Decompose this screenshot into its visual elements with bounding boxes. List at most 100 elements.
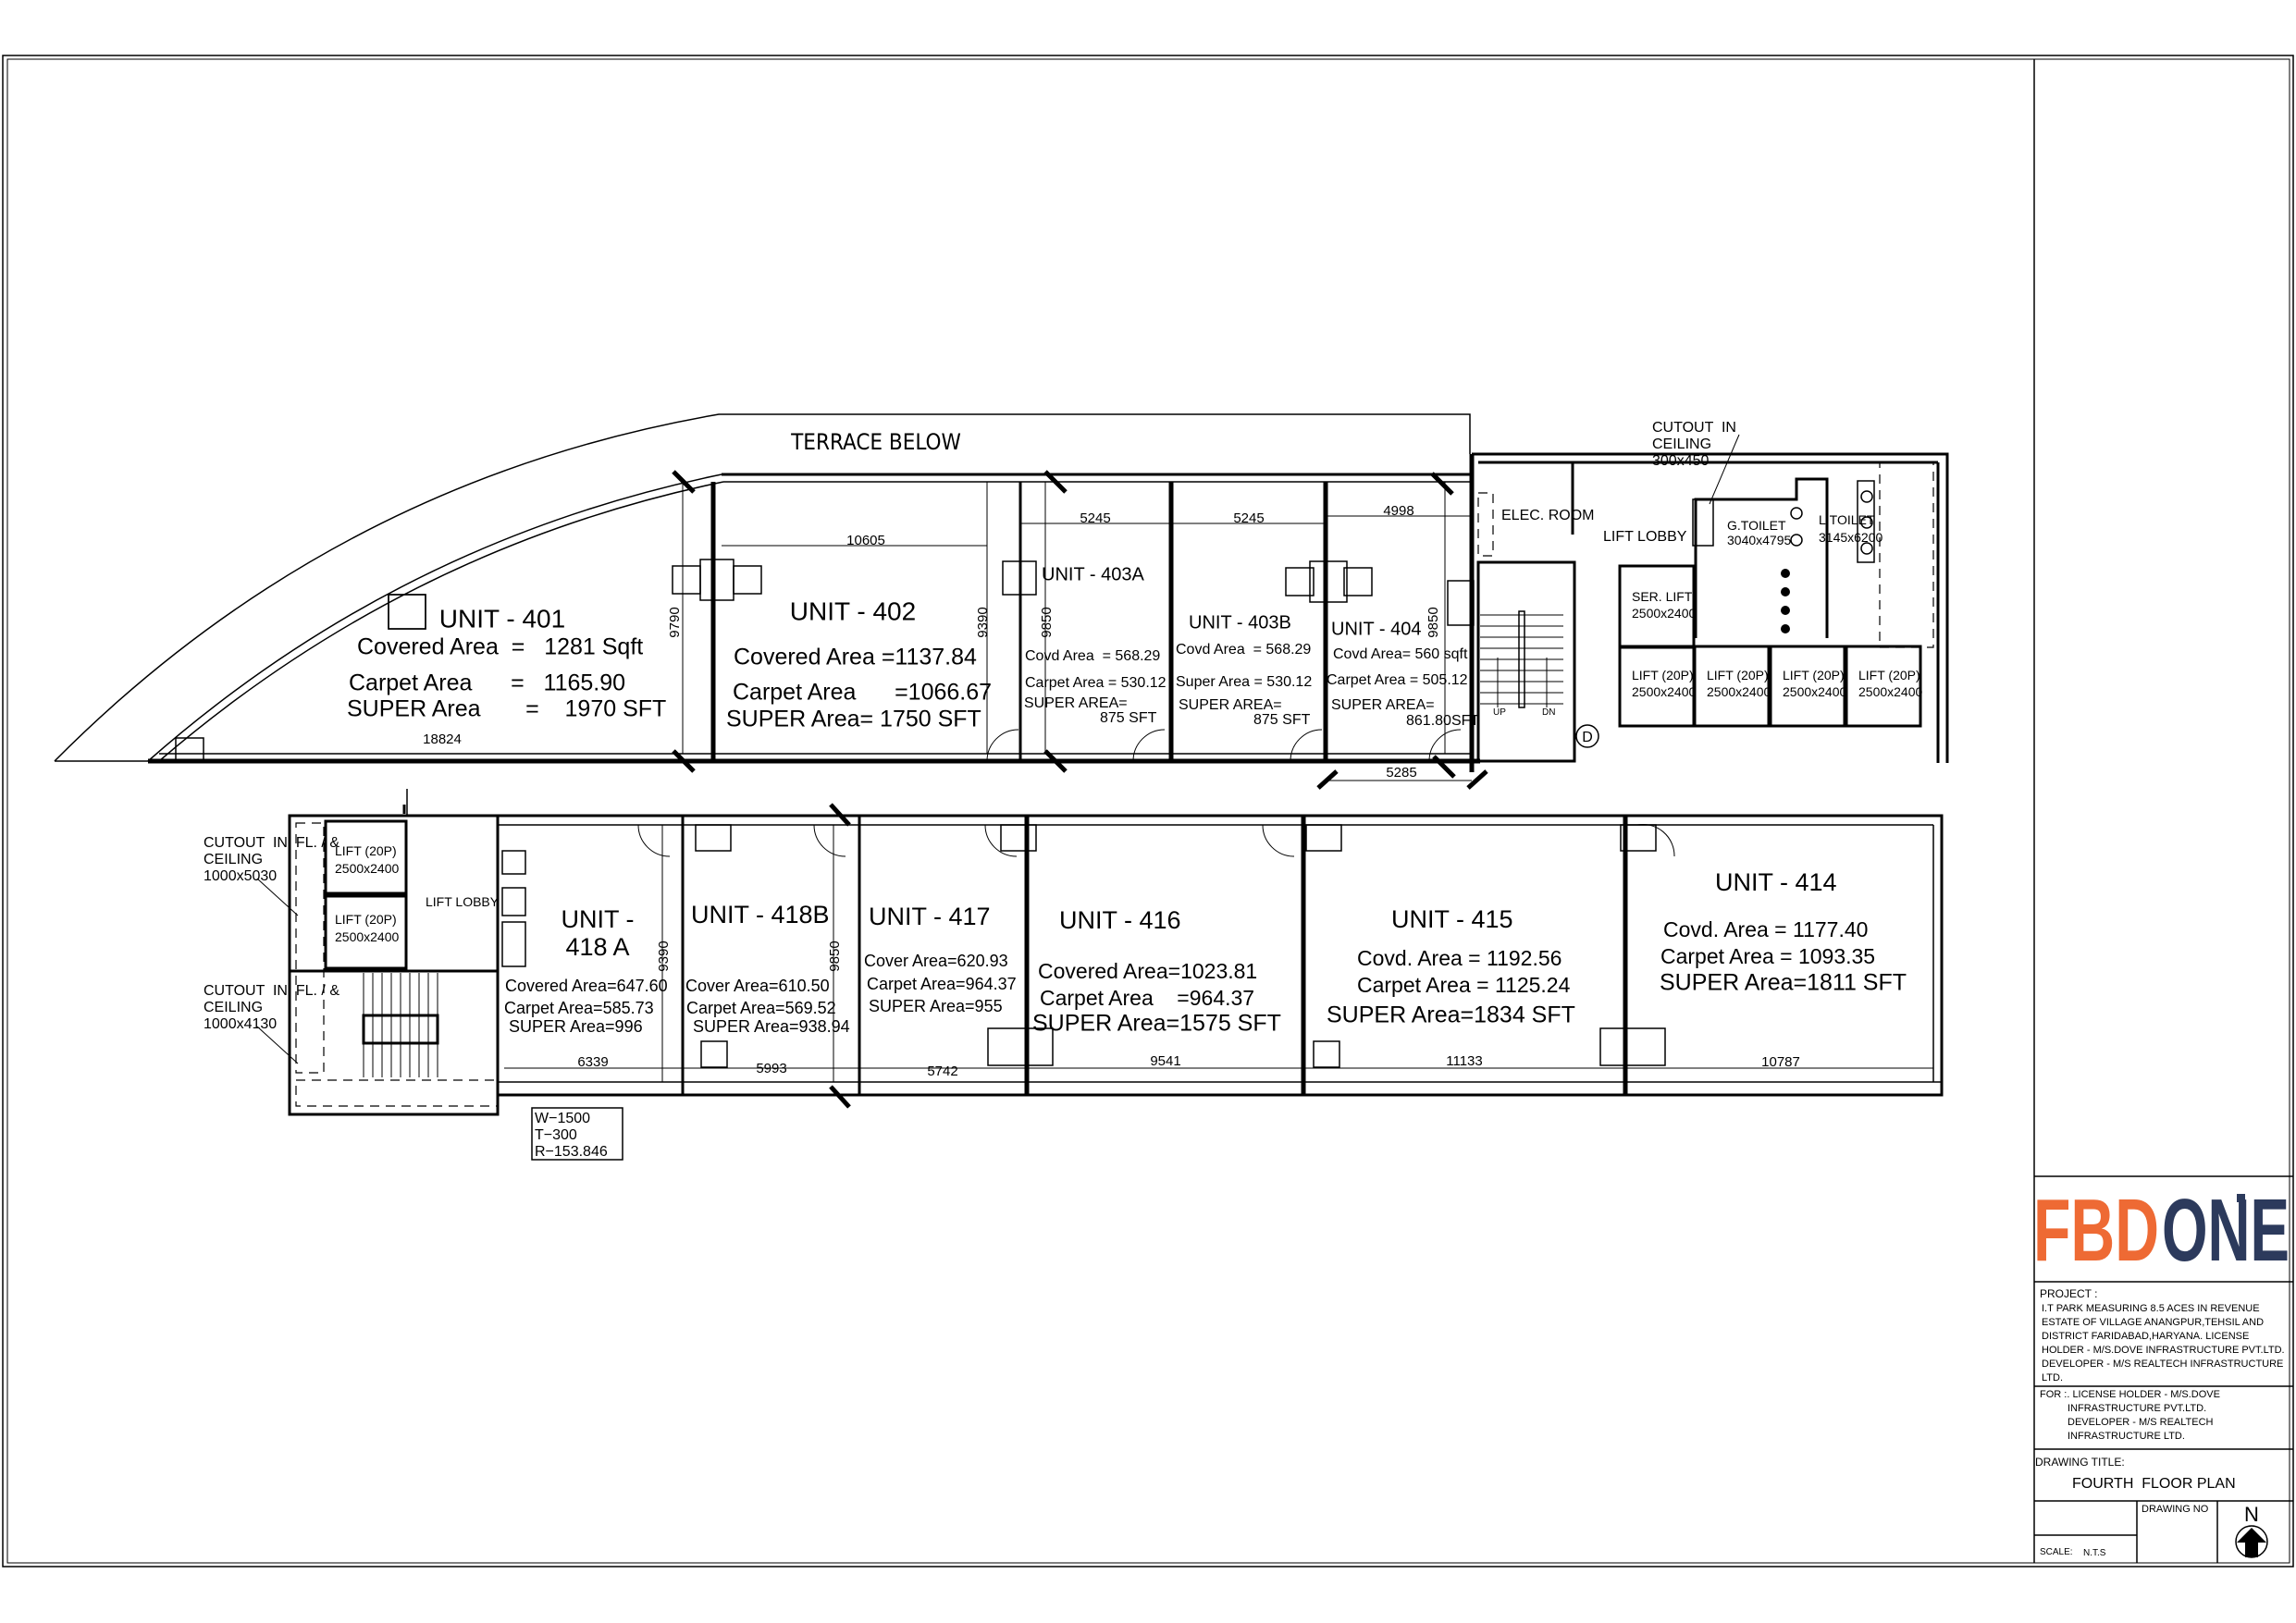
unit-title-number: 418 A: [565, 933, 629, 961]
unit-super-area: 875 SFT: [1100, 710, 1157, 726]
unit-carpet-area: Carpet Area=964.37: [867, 975, 1017, 993]
core-labels: ELEC. ROOM LIFT LOBBY CUTOUT IN CEILING …: [1493, 420, 1923, 745]
for-line: INFRASTRUCTURE LTD.: [2068, 1431, 2185, 1442]
unit-418b[interactable]: UNIT - 418B Cover Area=610.50 Carpet Are…: [685, 901, 850, 1036]
unit-carpet-area: Carpet Area = 1093.35: [1660, 944, 1875, 968]
door-tag: D: [1582, 730, 1593, 745]
lift-label: LIFT (20P): [1707, 668, 1769, 682]
cutout-label: CUTOUT IN: [1652, 420, 1736, 436]
unit-covered-area: Covd. Area = 1192.56: [1357, 946, 1562, 970]
lift-size: 2500x2400: [335, 929, 400, 944]
unit-carpet-area: Carpet Area =1066.67: [733, 680, 992, 706]
stair-spec-box: [531, 1107, 623, 1161]
project-label: PROJECT :: [2040, 1287, 2097, 1300]
cutout-label: 300x450: [1652, 453, 1709, 469]
dimension-label: 6339: [577, 1054, 608, 1070]
l-toilet-label: L.TOILET: [1819, 512, 1875, 527]
lift-label: LIFT (20P): [335, 843, 397, 858]
dimension-label: 9850: [827, 941, 843, 971]
cutout-label: CEILING: [204, 1000, 263, 1015]
left-core-labels: CUTOUT IN FL. / & CEILING 1000x5030 CUTO…: [204, 835, 608, 1160]
cutout-label: 1000x5030: [204, 868, 277, 884]
project-line: DEVELOPER - M/S REALTECH INFRASTRUCTURE: [2042, 1359, 2283, 1370]
lift-label: LIFT (20P): [1858, 668, 1920, 682]
sheet-border: [2, 55, 2294, 1568]
unit-title: UNIT - 414: [1715, 868, 1837, 896]
ser-lift-size: 2500x2400: [1632, 606, 1697, 621]
unit-super-area-label: SUPER AREA=: [1024, 695, 1128, 711]
unit-carpet-area: Super Area = 530.12: [1176, 674, 1312, 690]
scale-value: N.T.S: [2083, 1548, 2106, 1558]
upper-dimensions: 10605 5245 5245 4998 18824 5285 9790 939…: [423, 503, 1441, 781]
unit-super-area: SUPER Area=996: [509, 1017, 643, 1036]
cutout-label: CUTOUT IN FL. / &: [204, 835, 339, 851]
g-toilet-size: 3040x4795: [1727, 533, 1792, 547]
lift-label: LIFT (20P): [335, 912, 397, 927]
unit-415[interactable]: UNIT - 415 Covd. Area = 1192.56 Carpet A…: [1327, 905, 1575, 1027]
dimension-label: 10787: [1761, 1054, 1800, 1070]
lift-lobby-label: LIFT LOBBY: [1603, 529, 1687, 545]
elec-room-label: ELEC. ROOM: [1501, 508, 1594, 523]
north-label: N: [2244, 1503, 2259, 1526]
unit-416[interactable]: UNIT - 416 Covered Area=1023.81 Carpet A…: [1032, 906, 1281, 1036]
unit-carpet-area: Carpet Area=585.73: [504, 999, 654, 1017]
terrace-outline: [54, 413, 1471, 762]
unit-super-area-label: SUPER AREA=: [1179, 697, 1282, 713]
drawing-no-label: DRAWING NO: [2142, 1504, 2209, 1515]
unit-super-area: SUPER Area=1834 SFT: [1327, 1002, 1575, 1028]
cutout-label: CUTOUT IN FL. / &: [204, 983, 339, 999]
unit-title: UNIT - 403B: [1189, 612, 1291, 633]
unit-417[interactable]: UNIT - 417 Cover Area=620.93 Carpet Area…: [864, 903, 1017, 1015]
lift-size: 2500x2400: [1783, 684, 1847, 699]
dimension-label: 4998: [1383, 503, 1413, 519]
cutout-label: 1000x4130: [204, 1016, 277, 1032]
terrace-below-label: TERRACE BELOW: [790, 429, 961, 455]
dimension-label: 5245: [1080, 510, 1110, 526]
unit-title: UNIT - 402: [790, 596, 916, 625]
unit-covered-area: Cover Area=610.50: [685, 977, 830, 995]
dimension-label: 9850: [1426, 607, 1441, 637]
unit-covered-area: Covered Area=1023.81: [1038, 959, 1257, 983]
unit-403a[interactable]: UNIT - 403A Covd Area = 568.29 Carpet Ar…: [1024, 564, 1167, 726]
lift: [1693, 645, 1771, 728]
unit-super-area-label: SUPER AREA=: [1331, 697, 1435, 713]
unit-super-area: 861.80SFT: [1406, 713, 1479, 729]
unit-title: UNIT - 403A: [1042, 564, 1144, 584]
unit-title: UNIT - 418B: [691, 901, 830, 928]
for-line: DEVELOPER - M/S REALTECH: [2068, 1417, 2214, 1428]
dimension-label: 11133: [1446, 1053, 1483, 1069]
lift: [1845, 645, 1922, 728]
title-block: FBD ONE PROJECT : I.T PARK MEASURING 8.5…: [2033, 1175, 2293, 1563]
unit-covered-area: Covd Area = 568.29: [1176, 642, 1311, 658]
scale-label: SCALE:: [2040, 1547, 2073, 1557]
dimension-label: 5285: [1386, 765, 1416, 781]
unit-404[interactable]: UNIT - 404 Covd Area= 560 sqft Carpet Ar…: [1327, 619, 1479, 729]
unit-covered-area: Covered Area =1137.84: [734, 645, 977, 670]
for-line: INFRASTRUCTURE PVT.LTD.: [2068, 1403, 2206, 1414]
unit-418a[interactable]: UNIT - 418 A Covered Area=647.60 Carpet …: [504, 905, 668, 1036]
unit-covered-area: Covered Area = 1281 Sqft: [357, 634, 643, 660]
drawing-title-label: DRAWING TITLE:: [2035, 1456, 2125, 1469]
unit-title: UNIT - 401: [439, 604, 565, 633]
stair-up-label: UP: [1493, 707, 1506, 718]
unit-403b[interactable]: UNIT - 403B Covd Area = 568.29 Super Are…: [1176, 612, 1312, 728]
unit-401[interactable]: UNIT - 401 Covered Area = 1281 Sqft Carp…: [347, 594, 666, 722]
for-label: FOR :. LICENSE HOLDER - M/S.DOVE: [2040, 1389, 2220, 1400]
unit-covered-area: Covd Area = 568.29: [1025, 648, 1160, 664]
fbdone-logo: FBD ONE: [2033, 1181, 2290, 1280]
cutout-label: CEILING: [204, 852, 263, 867]
stair-spec-riser: R−153.846: [535, 1144, 608, 1160]
unit-super-area: SUPER Area=938.94: [693, 1017, 850, 1036]
door-tag-circle: [1575, 724, 1599, 748]
lift: [1769, 645, 1846, 728]
unit-402[interactable]: UNIT - 402 Covered Area =1137.84 Carpet …: [726, 596, 992, 732]
unit-super-area: SUPER Area=1575 SFT: [1032, 1011, 1281, 1037]
project-line: DISTRICT FARIDABAD,HARYANA. LICENSE: [2042, 1331, 2249, 1342]
unit-covered-area: Covd Area= 560 sqft: [1333, 646, 1468, 662]
g-toilet-label: G.TOILET: [1727, 518, 1786, 533]
unit-title: UNIT -: [562, 905, 635, 933]
stair-dn-label: DN: [1542, 707, 1555, 718]
unit-414[interactable]: UNIT - 414 Covd. Area = 1177.40 Carpet A…: [1660, 868, 1907, 995]
lift-size: 2500x2400: [335, 861, 400, 876]
unit-super-area: SUPER Area=955: [869, 997, 1003, 1015]
